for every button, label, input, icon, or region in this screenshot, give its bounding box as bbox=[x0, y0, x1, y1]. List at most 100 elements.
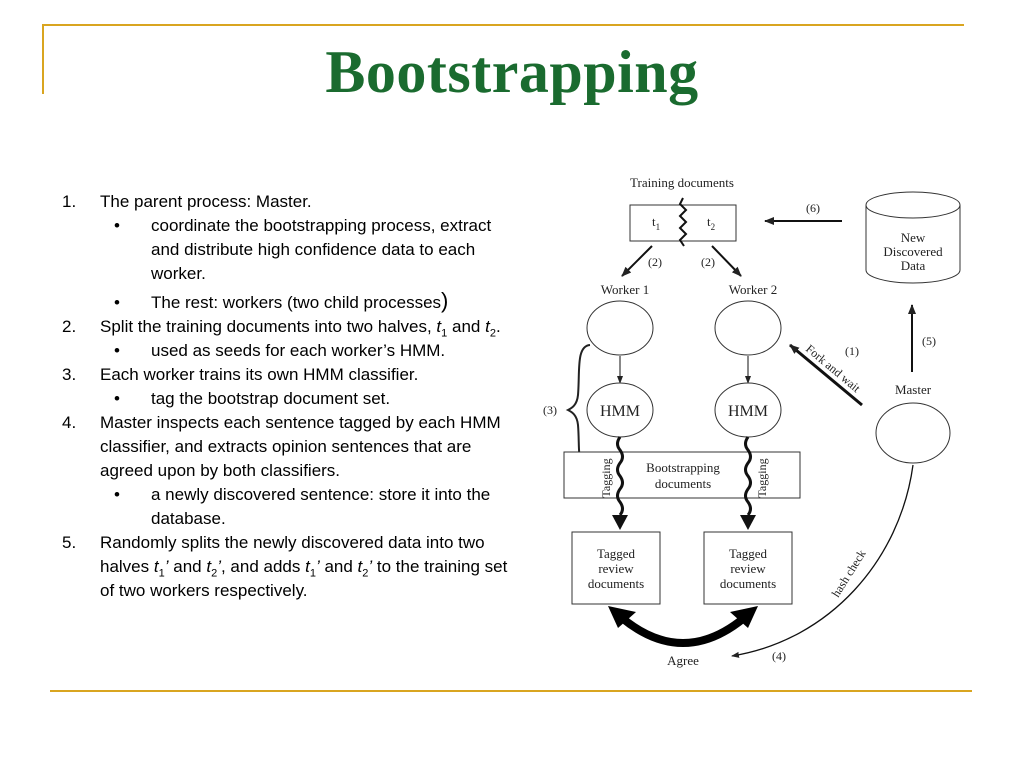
agree-arrowhead-right bbox=[730, 606, 758, 628]
hmm-2-label: HMM bbox=[728, 403, 768, 420]
var-prime: ’ bbox=[217, 557, 221, 576]
bullet-item: • The rest: workers (two child processes… bbox=[62, 288, 522, 315]
worker-2-node bbox=[714, 300, 782, 356]
list-text: to the training set of two workers respe… bbox=[100, 557, 508, 600]
hash-check-label: hash check bbox=[829, 547, 869, 599]
list-text: . bbox=[495, 317, 501, 336]
hash-check-arrow bbox=[731, 464, 914, 658]
var-sub: 1 bbox=[441, 327, 448, 340]
list-number: 1. bbox=[62, 192, 77, 211]
step-4-label: (4) bbox=[772, 649, 786, 663]
bullet-text: tag the bootstrap document set. bbox=[151, 389, 391, 408]
bullet-text: used as seeds for each worker’s HMM. bbox=[151, 341, 446, 360]
list-item-1: 1. The parent process: Master. bbox=[62, 190, 522, 214]
list-text: Randomly splits the newly discovered dat… bbox=[100, 533, 485, 576]
slide-title: Bootstrapping bbox=[325, 39, 699, 105]
list-text: , and adds bbox=[220, 557, 306, 576]
agree-arc bbox=[619, 614, 747, 647]
training-documents-label: Training documents bbox=[630, 175, 734, 190]
bootstrapping-line2: documents bbox=[655, 476, 711, 491]
var-t: t bbox=[485, 317, 490, 336]
bullet-item: • a newly discovered sentence: store it … bbox=[62, 483, 522, 531]
var-sub: 1 bbox=[158, 567, 165, 580]
slide-content: 1. The parent process: Master. • coordin… bbox=[62, 190, 522, 603]
list-number: 4. bbox=[62, 413, 77, 432]
tagged-2-line3: documents bbox=[720, 576, 776, 591]
list-text: and bbox=[319, 557, 358, 576]
frame-left-rule bbox=[42, 24, 44, 94]
frame-top-rule bbox=[42, 24, 964, 26]
var-t: t bbox=[436, 317, 442, 336]
bullet-dot: • bbox=[114, 389, 120, 408]
new-discovered-line3: Data bbox=[901, 258, 926, 273]
hmm-1-label: HMM bbox=[600, 403, 640, 420]
bootstrapping-documents-box bbox=[563, 451, 801, 499]
new-discovered-data-cylinder bbox=[865, 205, 961, 284]
step-1-label: (1) bbox=[845, 344, 859, 358]
bullet-text: coordinate the bootstrapping process, ex… bbox=[151, 216, 492, 283]
list-number: 3. bbox=[62, 365, 77, 384]
t1-label: t1 bbox=[652, 214, 660, 232]
new-discovered-line2: Discovered bbox=[883, 244, 943, 259]
bullet-dot: • bbox=[114, 293, 120, 312]
bullet-text: The rest: workers (two child processes bbox=[151, 293, 442, 312]
tagging-1-label: Tagging bbox=[599, 458, 613, 497]
var-t: t bbox=[153, 557, 159, 576]
tagging-2-label: Tagging bbox=[755, 458, 769, 497]
tagging-arrowhead-2 bbox=[740, 515, 756, 530]
tagged-review-box-2 bbox=[703, 531, 793, 605]
frame-bottom-rule bbox=[50, 690, 972, 692]
list-item-3: 3. Each worker trains its own HMM classi… bbox=[62, 363, 522, 387]
split-arrow-2 bbox=[711, 245, 742, 277]
step-5-label: (5) bbox=[922, 334, 936, 348]
tagged-review-box-1 bbox=[571, 531, 661, 605]
step-2a-label: (2) bbox=[648, 255, 662, 269]
bootstrapping-line1: Bootstrapping bbox=[646, 460, 720, 475]
var-sub: 2 bbox=[211, 567, 218, 580]
bullet-dot: • bbox=[114, 485, 120, 504]
step-3-label: (3) bbox=[543, 403, 557, 417]
step-3-brace bbox=[565, 344, 591, 476]
list-number: 2. bbox=[62, 317, 77, 336]
t2-label: t2 bbox=[707, 214, 715, 232]
var-prime: ’ bbox=[368, 557, 373, 576]
new-discovered-line1: New bbox=[901, 230, 926, 245]
master-node bbox=[875, 402, 951, 464]
list-text: The parent process: Master. bbox=[100, 192, 312, 211]
tagging-arrowhead-1 bbox=[612, 515, 628, 530]
var-sub: 1 bbox=[309, 567, 316, 580]
var-sub: 2 bbox=[362, 567, 369, 580]
bullet-dot: • bbox=[114, 341, 120, 360]
tagged-2-line2: review bbox=[730, 561, 766, 576]
var-t: t bbox=[305, 557, 310, 576]
bootstrapping-diagram: Training documents t1 t2 (2) (2) New Dis… bbox=[543, 175, 961, 668]
list-item-4: 4. Master inspects each sentence tagged … bbox=[62, 411, 522, 483]
list-item-2: 2. Split the training documents into two… bbox=[62, 315, 522, 339]
step-2b-label: (2) bbox=[701, 255, 715, 269]
master-label: Master bbox=[895, 382, 932, 397]
bullet-item: • used as seeds for each worker’s HMM. bbox=[62, 339, 522, 363]
bullet-paren: ) bbox=[441, 288, 449, 313]
list-text: and bbox=[168, 557, 207, 576]
step-6-label: (6) bbox=[806, 201, 820, 215]
training-documents-box bbox=[629, 204, 737, 242]
list-text: Split the training documents into two ha… bbox=[100, 317, 437, 336]
cylinder-top bbox=[865, 191, 961, 219]
tagged-1-line2: review bbox=[598, 561, 634, 576]
list-number: 5. bbox=[62, 533, 77, 552]
var-prime: ’ bbox=[164, 557, 169, 576]
bullet-dot: • bbox=[114, 216, 120, 235]
bullet-item: • tag the bootstrap document set. bbox=[62, 387, 522, 411]
var-sub: 2 bbox=[489, 327, 496, 340]
split-line bbox=[678, 197, 688, 247]
var-prime: ’ bbox=[315, 557, 320, 576]
tagged-2-line1: Tagged bbox=[729, 546, 768, 561]
tagged-1-line3: documents bbox=[588, 576, 644, 591]
fork-arrow-1 bbox=[789, 343, 863, 407]
worker-2-label: Worker 2 bbox=[729, 282, 777, 297]
var-t: t bbox=[206, 557, 212, 576]
list-text: Master inspects each sentence tagged by … bbox=[100, 413, 501, 480]
split-arrow-1 bbox=[621, 245, 653, 277]
worker-1-label: Worker 1 bbox=[601, 282, 649, 297]
worker-1-node bbox=[586, 300, 654, 356]
